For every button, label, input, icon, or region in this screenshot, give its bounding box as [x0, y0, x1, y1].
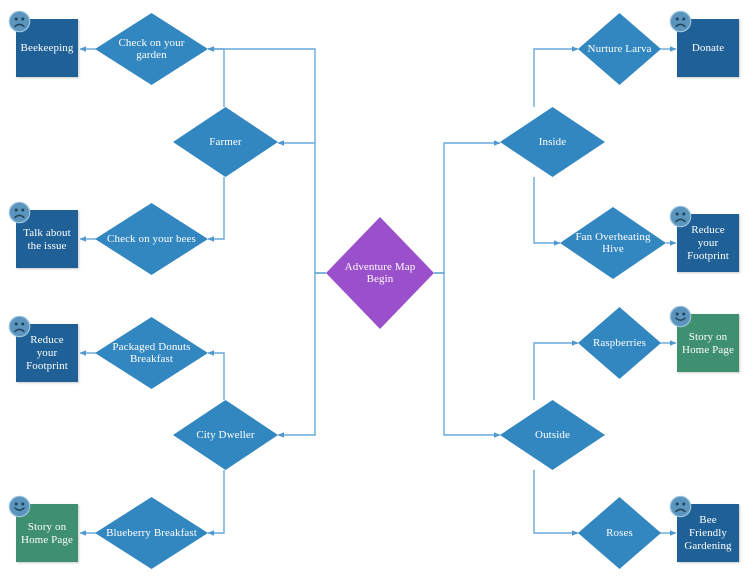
- decision-city-dweller[interactable]: City Dweller: [173, 400, 278, 470]
- decision-farmer[interactable]: Farmer: [173, 107, 278, 177]
- outcome-box-talk-about-the-issue[interactable]: Talk about the issue: [8, 201, 78, 268]
- decision-fan-overheating-hive[interactable]: Fan Overheating Hive: [560, 207, 666, 279]
- decision-label: Check on your bees: [107, 232, 196, 245]
- sad-face-icon: [669, 10, 692, 33]
- edge-begin-to-city-dweller: [277, 272, 326, 438]
- outcome-label: Story on Home Page: [21, 520, 73, 546]
- decision-label: Fan Overheating Hive: [575, 230, 651, 256]
- edge-farmer-to-check-bees: [207, 177, 225, 242]
- diamond-shape: [578, 13, 661, 85]
- outcome-box-reduce-your-footprint-left[interactable]: Reduce your Footprint: [8, 315, 78, 382]
- diamond-shape: [95, 13, 208, 85]
- decision-label: Outside: [535, 428, 570, 441]
- decision-outside[interactable]: Outside: [500, 400, 605, 470]
- edge-farmer-to-check-garden: [207, 46, 225, 107]
- decision-label: City Dweller: [196, 428, 255, 441]
- diamond-shape: [578, 497, 661, 569]
- decision-check-on-your-bees[interactable]: Check on your bees: [95, 203, 208, 275]
- start-node-label: Adventure Map Begin: [344, 260, 416, 286]
- diamond-shape: [95, 203, 208, 275]
- edge-city-dweller-to-blueberry: [207, 470, 225, 536]
- decision-nurture-larva[interactable]: Nurture Larva: [578, 13, 661, 85]
- outcome-label: Donate: [691, 42, 725, 54]
- diamond-shape: [500, 107, 605, 177]
- edge-group: [79, 46, 677, 536]
- decision-label: Nurture Larva: [587, 42, 652, 55]
- decision-label: Packaged Donuts Breakfast: [112, 340, 191, 366]
- outcome-label: Story on Home Page: [682, 330, 734, 356]
- happy-face-icon: [8, 495, 31, 518]
- diamond-shape: [560, 207, 666, 279]
- outcome-label: Reduce your Footprint: [687, 224, 729, 262]
- diamond-shape: [173, 107, 278, 177]
- edge-inside-to-nurture-larva: [533, 46, 579, 107]
- sad-face-icon: [669, 495, 692, 518]
- outcome-label: Bee Friendly Gardening: [684, 514, 732, 552]
- decision-label: Farmer: [209, 135, 242, 148]
- diamond-shape: [173, 400, 278, 470]
- outcome-label: Reduce your Footprint: [26, 334, 68, 372]
- diamond-shape: [95, 497, 208, 569]
- edge-begin-to-inside: [434, 140, 501, 274]
- sad-face-icon: [8, 201, 31, 224]
- decision-label: Roses: [606, 526, 633, 539]
- start-node-adventure-map-begin[interactable]: Adventure Map Begin: [326, 217, 434, 329]
- decision-check-on-your-garden[interactable]: Check on your garden: [95, 13, 208, 85]
- outcome-label: Beekeeping: [20, 42, 74, 54]
- decision-label: Blueberry Breakfast: [106, 526, 197, 539]
- outcome-box-story-on-home-page-right[interactable]: Story on Home Page: [669, 305, 739, 372]
- edge-city-dweller-to-packaged-donuts: [207, 350, 225, 400]
- sad-face-icon: [669, 205, 692, 228]
- decision-blueberry-breakfast[interactable]: Blueberry Breakfast: [95, 497, 208, 569]
- diamond-shape: [500, 400, 605, 470]
- decision-label: Inside: [538, 135, 567, 148]
- outcome-box-bee-friendly-gardening[interactable]: Bee Friendly Gardening: [669, 495, 739, 562]
- decision-label: Check on your garden: [118, 36, 185, 62]
- decision-roses[interactable]: Roses: [578, 497, 661, 569]
- decision-raspberries[interactable]: Raspberries: [578, 307, 661, 379]
- outcome-box-story-on-home-page-left[interactable]: Story on Home Page: [8, 495, 78, 562]
- decision-packaged-donuts-breakfast[interactable]: Packaged Donuts Breakfast: [95, 317, 208, 389]
- sad-face-icon: [8, 10, 31, 33]
- outcome-box-reduce-your-footprint-right[interactable]: Reduce your Footprint: [669, 205, 739, 272]
- decision-inside[interactable]: Inside: [500, 107, 605, 177]
- outcome-label: Talk about the issue: [23, 226, 71, 252]
- edge-inside-to-fan-hive: [533, 177, 561, 246]
- happy-face-icon: [669, 305, 692, 328]
- outcome-box-beekeeping[interactable]: Beekeeping: [8, 10, 78, 77]
- diamond-shape: [578, 307, 661, 379]
- edge-begin-to-outside: [434, 272, 501, 438]
- edge-outside-to-roses: [533, 470, 579, 536]
- sad-face-icon: [8, 315, 31, 338]
- diamond-shape: [326, 217, 434, 329]
- outcome-box-donate[interactable]: Donate: [669, 10, 739, 77]
- diamond-shape: [95, 317, 208, 389]
- decision-label: Raspberries: [592, 336, 647, 349]
- edge-outside-to-raspberries: [533, 340, 579, 400]
